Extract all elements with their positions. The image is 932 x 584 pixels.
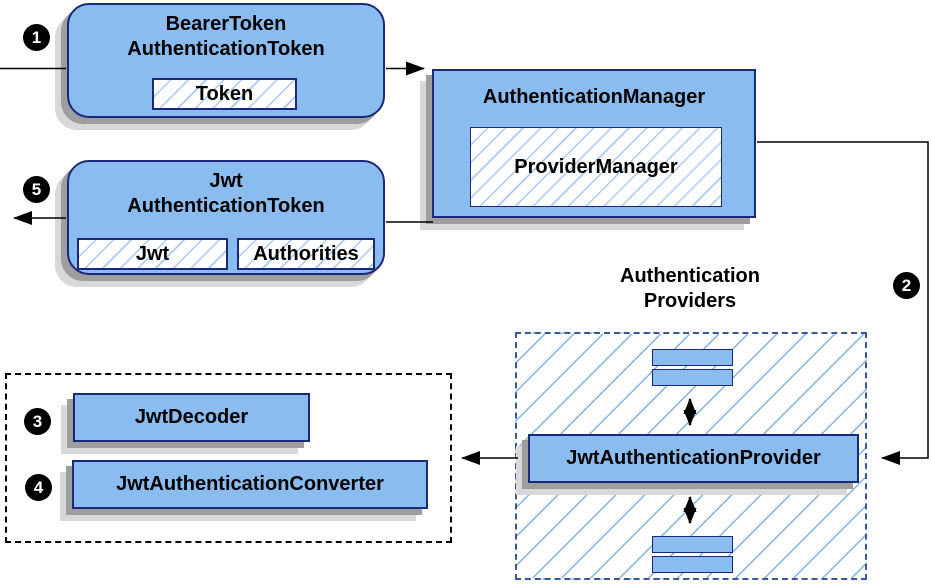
authorities-field-label: Authorities	[253, 242, 359, 265]
authentication-providers-label-line2: Providers	[643, 290, 737, 312]
step-4-badge: 4	[25, 474, 52, 501]
provider-stack-bar-1	[652, 349, 733, 366]
authentication-providers-label: Authentication Providers	[560, 264, 820, 314]
step-2-badge: 2	[893, 272, 920, 299]
provider-stack-bar-3	[652, 536, 733, 553]
authorities-field-box: Authorities	[237, 238, 375, 270]
jwt-token-box-title-line1: Jwt	[209, 170, 243, 192]
jwt-field-label: Jwt	[135, 242, 170, 265]
token-field-label: Token	[195, 82, 254, 105]
jwt-decoder-label: JwtDecoder	[134, 406, 249, 428]
provider-manager-box: ProviderManager	[470, 127, 722, 207]
jwt-authentication-provider-label: JwtAuthenticationProvider	[566, 447, 821, 469]
token-field-box: Token	[152, 78, 297, 110]
step-3-badge: 3	[24, 408, 51, 435]
jwt-field-box: Jwt	[77, 238, 228, 270]
provider-stack-bar-4	[652, 556, 733, 573]
jwt-authentication-converter-box: JwtAuthenticationConverter	[72, 460, 428, 509]
provider-stack-bar-2	[652, 369, 733, 386]
bearer-token-box-title: BearerToken AuthenticationToken	[69, 5, 383, 62]
step-5-badge: 5	[23, 176, 50, 203]
authentication-providers-label-line1: Authentication	[620, 265, 760, 287]
jwt-authentication-provider-box: JwtAuthenticationProvider	[528, 434, 859, 483]
provider-manager-label: ProviderManager	[514, 155, 678, 178]
jwt-token-box-title-line2: AuthenticationToken	[127, 195, 325, 217]
bearer-token-box-title-line2: AuthenticationToken	[127, 38, 325, 60]
jwt-decoder-box: JwtDecoder	[73, 393, 310, 442]
jwt-authentication-converter-label: JwtAuthenticationConverter	[116, 473, 384, 495]
bearer-token-box-title-line1: BearerToken	[165, 13, 287, 35]
jwt-token-box-title: Jwt AuthenticationToken	[69, 162, 383, 219]
authentication-manager-title: AuthenticationManager	[482, 86, 706, 108]
step-1-badge: 1	[23, 24, 50, 51]
decoder-converter-group-box	[5, 373, 452, 543]
